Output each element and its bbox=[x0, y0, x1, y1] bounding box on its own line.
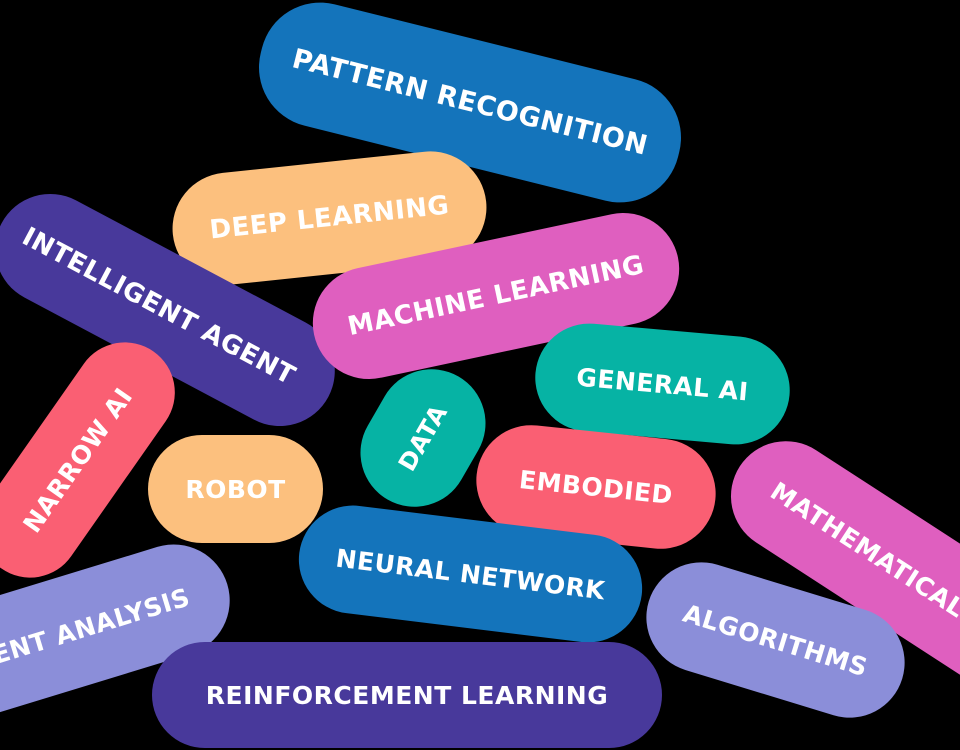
pill-narrow-ai-label: NARROW AI bbox=[17, 382, 138, 538]
pill-robot-label: ROBOT bbox=[185, 474, 286, 504]
pill-reinforcement-learning-label: REINFORCEMENT LEARNING bbox=[205, 680, 609, 710]
pill-reinforcement-learning: REINFORCEMENT LEARNING bbox=[152, 642, 662, 748]
pill-algorithms-label: ALGORITHMS bbox=[679, 598, 872, 682]
pill-pattern-recognition-label: PATTERN RECOGNITION bbox=[289, 43, 651, 162]
pill-embodied-label: EMBODIED bbox=[517, 464, 675, 510]
pill-robot: ROBOT bbox=[148, 435, 323, 543]
pill-neural-network-label: NEURAL NETWORK bbox=[334, 543, 607, 605]
pill-data-label: DATA bbox=[392, 399, 454, 477]
pill-deep-learning-label: DEEP LEARNING bbox=[208, 190, 451, 246]
pill-general-ai-label: GENERAL AI bbox=[575, 362, 750, 406]
pill-sentiment-analysis-label: ENT ANALYSIS bbox=[0, 581, 194, 670]
